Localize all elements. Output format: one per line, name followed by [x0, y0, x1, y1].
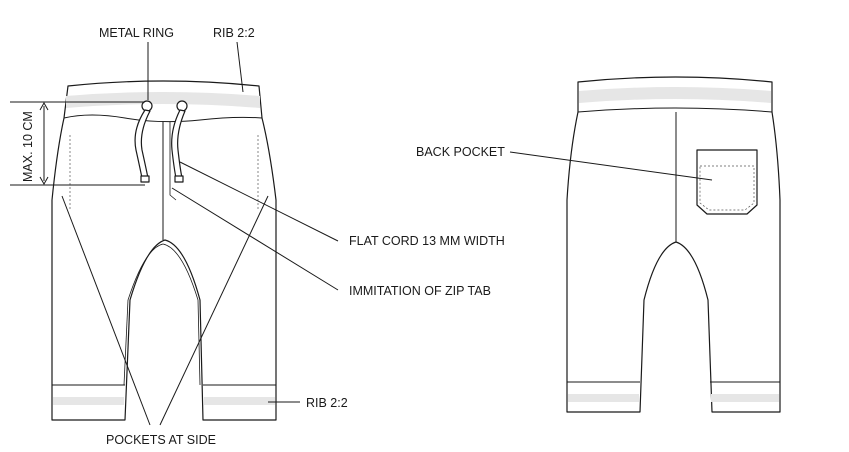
front-gusset-left: [123, 299, 129, 386]
front-pants: [51, 80, 277, 421]
height-measure: MAX. 10 CM: [10, 101, 145, 186]
front-cuff-rib-right: [204, 397, 275, 405]
back-waistband-edge: [577, 107, 773, 113]
max-height-label: MAX. 10 CM: [21, 111, 35, 182]
cord-tip-left: [140, 175, 150, 183]
leader-rib-top: [236, 41, 244, 93]
front-waistband-edge: [63, 114, 263, 123]
cord-tip-right: [174, 175, 184, 183]
back-cuff-rib-right: [711, 394, 779, 402]
back-pocket-stitch: [699, 165, 755, 211]
back-pants: [509, 76, 781, 413]
back-pocket: [696, 149, 758, 215]
front-waistband-rib: [66, 92, 260, 108]
metal-ring-right: [176, 100, 188, 112]
front-gusset: [127, 243, 201, 386]
back-pants-outline: [566, 76, 781, 413]
front-leaders: [61, 41, 339, 426]
front-zip-tab: [169, 122, 177, 201]
leader-back-pocket: [509, 151, 713, 181]
back-waistband-rib: [579, 87, 771, 103]
pockets-side-label: POCKETS AT SIDE: [106, 433, 216, 447]
leader-zip-tab: [171, 187, 339, 291]
front-pants-outline: [51, 80, 277, 421]
rib-top-label: RIB 2:2: [213, 26, 255, 40]
flat-cord-label: FLAT CORD 13 MM WIDTH: [349, 234, 505, 248]
metal-ring-label: METAL RING: [99, 26, 174, 40]
back-pocket-label: BACK POCKET: [416, 145, 505, 159]
zip-tab-label: IMMITATION OF ZIP TAB: [349, 284, 491, 298]
front-cuff-rib-left: [53, 397, 124, 405]
back-cuff-rib-left: [568, 394, 639, 402]
leader-flat-cord: [179, 161, 339, 242]
leader-pocket-right: [159, 195, 269, 426]
leader-pocket-left: [61, 195, 151, 426]
rib-cuff-label: RIB 2:2: [306, 396, 348, 410]
